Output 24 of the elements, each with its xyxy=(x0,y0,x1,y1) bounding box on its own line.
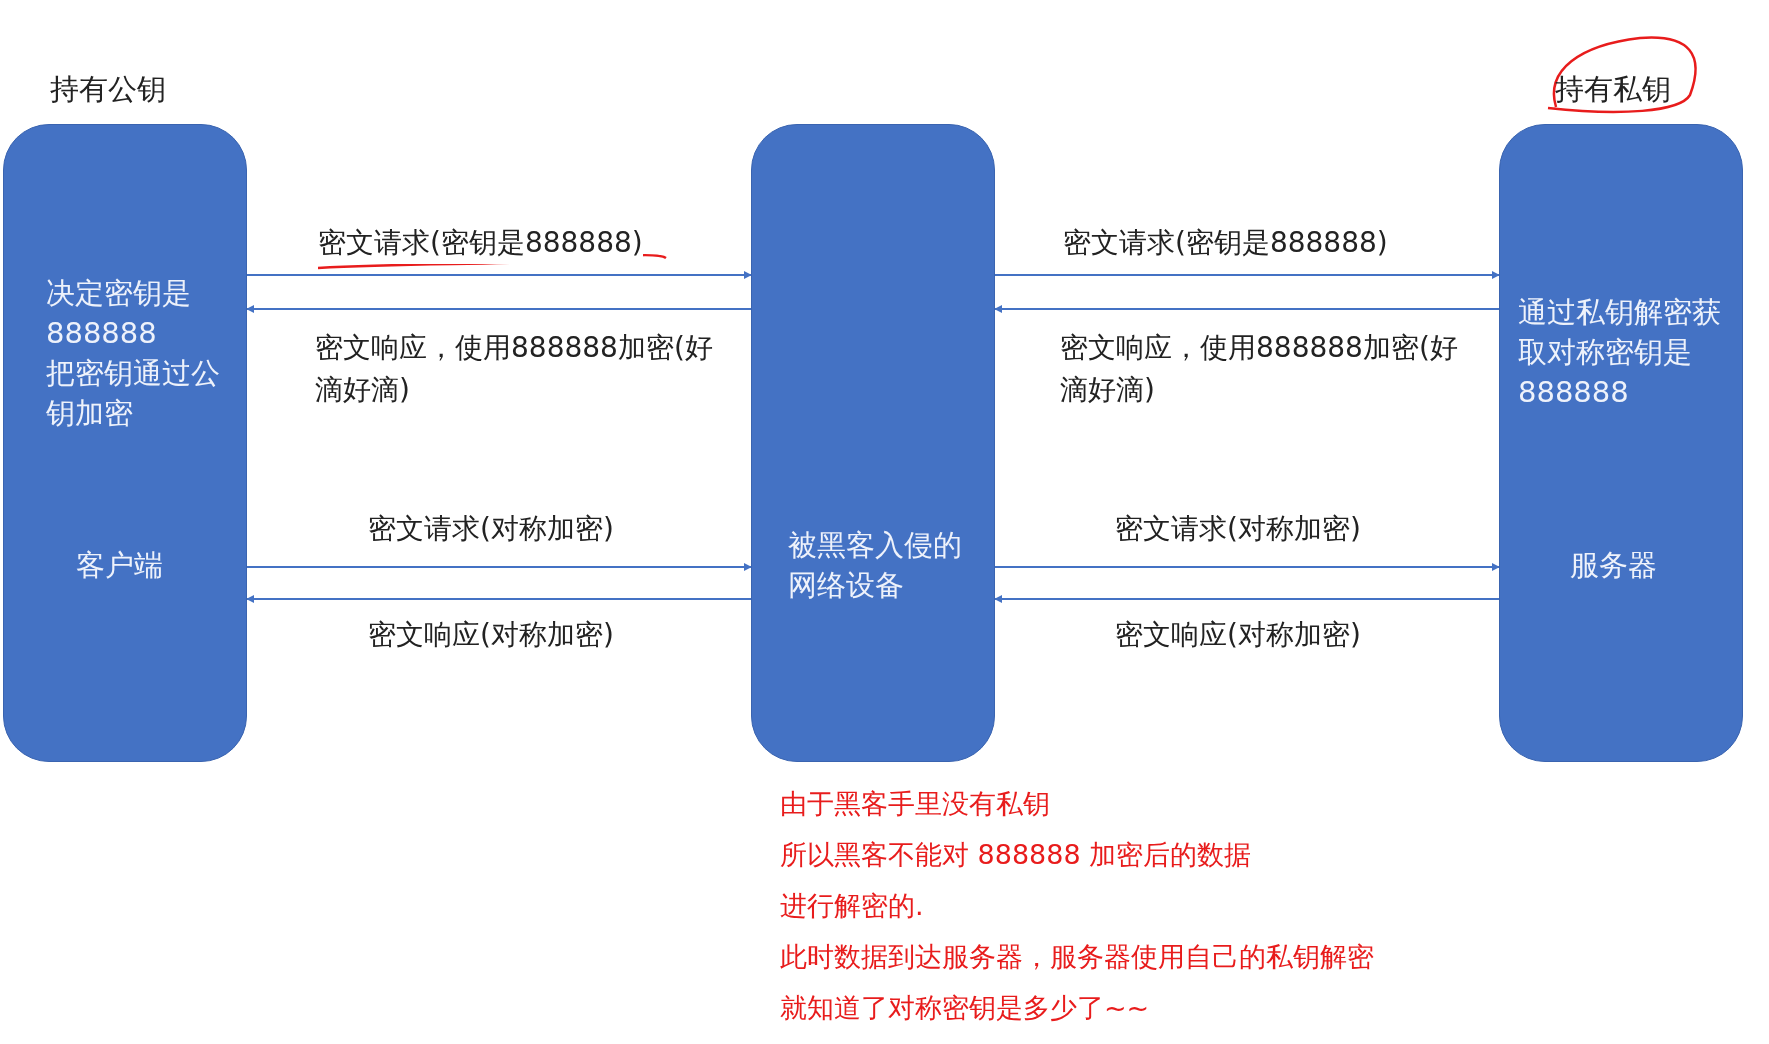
node-label: 客户端 xyxy=(76,547,164,584)
arrow xyxy=(246,271,752,279)
rounded-box xyxy=(3,124,247,762)
annotation-text: 由于黑客手里没有私钥 xyxy=(780,787,1050,821)
annotation-text: 进行解密的. xyxy=(780,889,924,923)
arrow xyxy=(994,271,1500,279)
heading-text: 持有公钥 xyxy=(50,71,166,108)
heading-text: 持有私钥 xyxy=(1555,71,1671,108)
description-text: 决定密钥是888888 xyxy=(46,275,192,352)
arrow xyxy=(246,563,752,571)
arrow xyxy=(994,595,1500,603)
arrow xyxy=(246,595,752,603)
rounded-box xyxy=(1499,124,1743,762)
annotation-text: 此时数据到达服务器，服务器使用自己的私钥解密 xyxy=(780,940,1374,974)
description-text: 通过私钥解密获取对称密钥是 888888 xyxy=(1518,294,1722,411)
node-label: 被黑客入侵的网络设备 xyxy=(788,527,963,604)
rounded-box xyxy=(751,124,995,762)
annotation-text: 就知道了对称密钥是多少了~~ xyxy=(780,991,1150,1025)
node-label: 服务器 xyxy=(1570,547,1658,584)
arrow xyxy=(246,305,752,313)
arrow xyxy=(994,305,1500,313)
description-text: 把密钥通过公钥加密 xyxy=(46,355,221,432)
annotation-text: 所以黑客不能对 888888 加密后的数据 xyxy=(780,838,1252,872)
arrow xyxy=(994,563,1500,571)
